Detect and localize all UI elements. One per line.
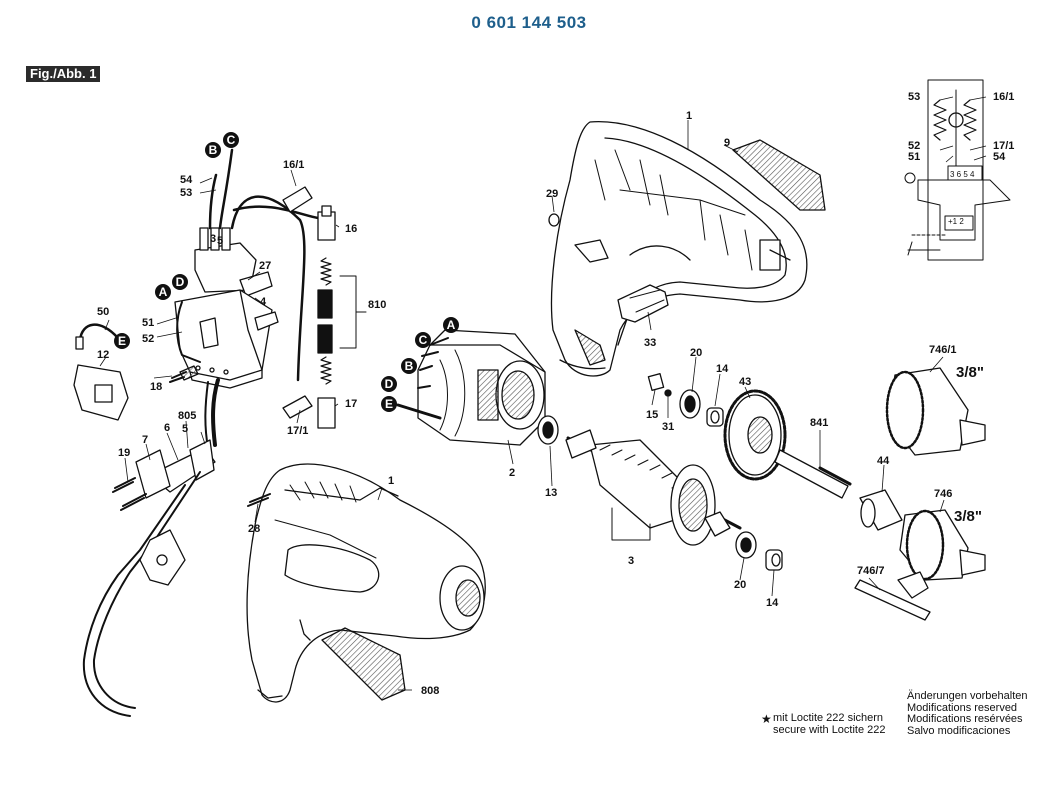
label-plate-9-drawing	[732, 139, 826, 211]
plug-12-drawing	[73, 364, 129, 421]
callout-808: 808	[421, 685, 439, 697]
leader-lines	[99, 96, 987, 691]
marker-d: D	[176, 275, 185, 289]
callout-746: 746	[934, 488, 952, 500]
marker-e: E	[118, 334, 126, 348]
carbon-brush-upper-drawing	[317, 289, 333, 319]
callout-43: 43	[739, 376, 751, 388]
callout-14: 14	[716, 363, 729, 375]
chuck-size-bottom: 3/8"	[954, 508, 982, 525]
callout-1: 1	[388, 475, 394, 487]
callout-746-1: 746/1	[929, 344, 957, 356]
callout-15: 15	[646, 409, 658, 421]
housing-half-top-drawing	[550, 121, 808, 377]
callout-19: 19	[118, 447, 130, 459]
callout-12: 12	[97, 349, 109, 361]
callout-5: 5	[217, 235, 223, 247]
callout-13: 13	[545, 487, 557, 499]
callout-29: 29	[546, 188, 558, 200]
gear-43-drawing	[723, 389, 787, 481]
spindle-841-drawing	[774, 449, 849, 499]
callout-746-7: 746/7	[857, 565, 885, 577]
marker-b: B	[405, 359, 414, 373]
callout-53: 53	[180, 187, 192, 199]
label-plate-808-drawing	[321, 627, 406, 701]
callout-810: 810	[368, 299, 386, 311]
callout-54: 54	[993, 151, 1006, 163]
callout-18: 18	[150, 381, 162, 393]
callout-3: 3	[628, 555, 634, 567]
wiring-terminals: 3 6 5 4	[950, 170, 975, 179]
cord-guard-drawing	[139, 529, 186, 586]
wiring-inset-drawing	[904, 79, 1011, 261]
callout-841: 841	[810, 417, 828, 429]
marker-c: C	[419, 333, 428, 347]
callout-20: 20	[734, 579, 746, 591]
chuck-746-1-drawing	[885, 367, 986, 456]
armature-drawing	[565, 429, 742, 546]
callout-17-1: 17/1	[993, 140, 1014, 152]
callout-7: 7	[142, 434, 148, 446]
callout-52: 52	[142, 333, 154, 345]
marker-a: A	[447, 318, 456, 332]
callout-6: 6	[164, 422, 170, 434]
callout-16-1: 16/1	[993, 91, 1014, 103]
callout-54: 54	[180, 174, 193, 186]
callout-17: 17	[345, 398, 357, 410]
wiring-switch-text: +1 2	[948, 217, 964, 226]
modifications-note: Änderungen vorbehalten Modifications res…	[907, 690, 1028, 737]
callout-17-1: 17/1	[287, 425, 308, 437]
loctite-star-icon: ★	[761, 712, 772, 726]
callout-16: 16	[345, 223, 357, 235]
o-ring-29-drawing	[548, 213, 560, 227]
marker-c: C	[227, 133, 236, 147]
part-number-title: 0 601 144 503	[471, 13, 587, 32]
callout-31: 31	[662, 421, 674, 433]
callout-50: 50	[97, 306, 109, 318]
figure-label: Fig./Abb. 1	[26, 66, 101, 82]
chuck-size-top: 3/8"	[956, 364, 984, 381]
modifications-es: Salvo modificaciones	[907, 724, 1011, 737]
callout-5: 5	[182, 423, 188, 435]
callout-53: 53	[908, 91, 920, 103]
marker-d: D	[385, 377, 394, 391]
callout-51: 51	[142, 317, 154, 329]
housing-half-bottom-drawing	[246, 463, 486, 703]
callout-805: 805	[178, 410, 196, 422]
callout-52: 52	[908, 140, 920, 152]
callout-3: 3	[210, 233, 216, 245]
modifications-en: Modifications reserved	[907, 701, 1018, 714]
callout-9: 9	[724, 137, 730, 149]
loctite-note: mit Loctite 222 sichern secure with Loct…	[773, 712, 886, 736]
marker-b: B	[209, 143, 218, 157]
callout-51: 51	[908, 151, 920, 163]
chuck-746-drawing	[899, 509, 986, 581]
callout-4: 4	[260, 296, 267, 308]
carbon-brush-lower-drawing	[317, 324, 333, 354]
callout-33: 33	[644, 337, 656, 349]
switch-assembly-drawing	[174, 227, 279, 389]
callout-1: 1	[686, 110, 692, 122]
callout-28: 28	[248, 523, 260, 535]
stator-field-drawing	[417, 329, 546, 446]
callout-14: 14	[766, 597, 779, 609]
callout-44: 44	[877, 455, 890, 467]
callout-20: 20	[690, 347, 702, 359]
callout-labels: 1 1 9 29 33 16/1 16/1 16 54 53 53 52 51 …	[97, 91, 1014, 697]
callout-27: 27	[259, 260, 271, 272]
modifications-de: Änderungen vorbehalten	[907, 690, 1028, 702]
modifications-fr: Modifications resérvées	[907, 713, 1023, 725]
loctite-note-de: mit Loctite 222 sichern	[773, 712, 884, 724]
callout-16-1: 16/1	[283, 159, 304, 171]
loctite-note-en: secure with Loctite 222	[773, 723, 886, 736]
slider-33-drawing	[617, 284, 669, 323]
connection-markers: B C D A E A C B D E	[114, 132, 459, 412]
callout-2: 2	[509, 467, 515, 479]
marker-a: A	[159, 285, 168, 299]
marker-e: E	[385, 397, 393, 411]
terminal-16-1-drawing	[282, 186, 313, 213]
